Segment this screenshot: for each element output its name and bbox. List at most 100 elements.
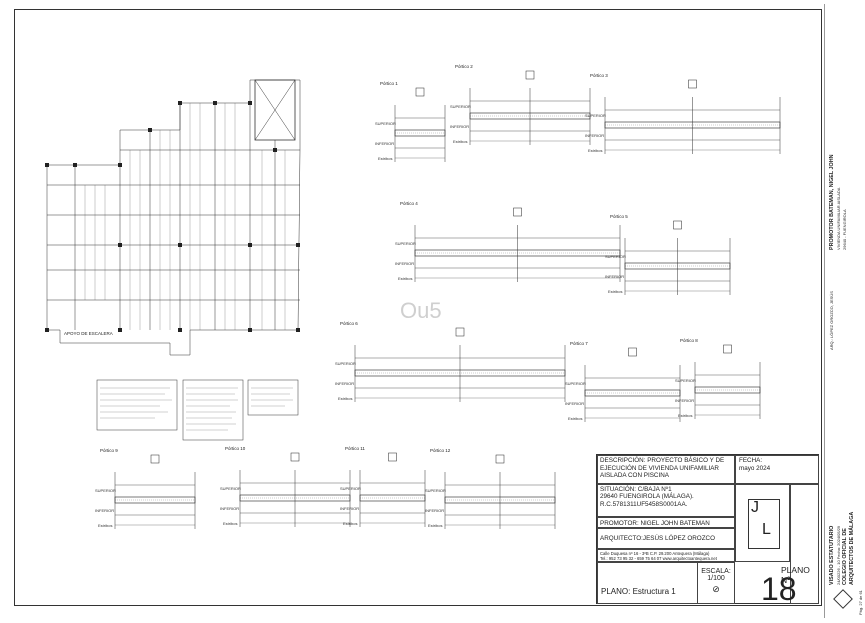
beam-elevation: Pórtico 2 SUPERIOR INFERIOR Estribos: [450, 64, 591, 145]
fecha-cell: FECHA: mayo 2024: [735, 455, 819, 484]
estribos-label: Estribos: [343, 521, 357, 526]
beam-title: Pórtico 10: [225, 446, 246, 451]
superior-label: SUPERIOR: [450, 104, 471, 109]
title-block: DESCRIPCIÓN: PROYECTO BÁSICO Y DE EJECUC…: [596, 454, 819, 607]
estribos-label: Estribos: [338, 396, 352, 401]
superior-label: SUPERIOR: [605, 254, 626, 259]
inferior-label: INFERIOR: [605, 274, 624, 279]
architect-logo: J L: [735, 484, 790, 562]
estribos-label: Estribos: [428, 523, 442, 528]
plano-number-label: PLANO: [781, 565, 810, 575]
estribos-label: Estribos: [608, 289, 622, 294]
beam-title: Pórtico 1: [380, 81, 398, 86]
situacion-line-2: 29640 FUENGIROLA (MÁLAGA).: [600, 493, 694, 501]
superior-label: SUPERIOR: [340, 486, 361, 491]
arquitecto-vertical: ARQ.: LÓPEZ OROZCO, JESÚS: [829, 291, 834, 350]
inferior-label: INFERIOR: [220, 506, 239, 511]
superior-label: SUPERIOR: [395, 241, 416, 246]
colegio-name: COLEGIO OFICIAL DE: [842, 528, 848, 585]
beam-title: Pórtico 5: [610, 214, 628, 219]
estribos-label: Estribos: [378, 156, 392, 161]
estribos-label: Estribos: [223, 521, 237, 526]
estribos-label: Estribos: [453, 139, 467, 144]
superior-label: SUPERIOR: [675, 378, 696, 383]
escala-value: 1/100: [707, 575, 725, 582]
north-icon: ⊘: [712, 584, 720, 594]
superior-label: SUPERIOR: [585, 113, 606, 118]
beam-elevation: Pórtico 9 SUPERIOR INFERIOR Estribos: [95, 448, 196, 529]
superior-label: SUPERIOR: [95, 488, 116, 493]
beam-elevations: Pórtico 1SUPERIORINFERIOREstribosPórtico…: [95, 64, 781, 529]
descripcion-text: DESCRIPCIÓN: PROYECTO BÁSICO Y DE EJECUC…: [600, 457, 725, 480]
visado-title: VISADO ESTATUTARIO: [829, 525, 835, 585]
superior-label: SUPERIOR: [425, 488, 446, 493]
promotor-vertical: PROMOTOR BATEMAN, NIGEL JOHN: [829, 154, 835, 250]
contact-cell: Calle Duquesa nº 16 - 3ºB C.P. 29.200 An…: [597, 549, 735, 562]
contact-line-2: Tel.: 952 73 95 32 - 659 75 64 07 www.ar…: [600, 556, 717, 561]
inferior-label: INFERIOR: [675, 398, 694, 403]
arquitecto-text: ARQUITECTO:JESÚS LÓPEZ OROZCO: [600, 535, 715, 542]
promotor-cell: PROMOTOR: NIGEL JOHN BATEMAN: [597, 517, 735, 528]
estribos-label: Estribos: [568, 416, 582, 421]
beam-elevation: Pórtico 11 SUPERIOR INFERIOR Estribos: [340, 446, 426, 527]
page-number: Pág. 27 de 61: [858, 590, 863, 615]
plano-number-cell: PLANO Nº 18: [761, 484, 819, 607]
estribos-label: Estribos: [398, 276, 412, 281]
superior-label: SUPERIOR: [375, 121, 396, 126]
beam-elevation: Pórtico 12 SUPERIOR INFERIOR Estribos: [425, 448, 556, 529]
superior-label: SUPERIOR: [335, 361, 356, 366]
estribos-label: Estribos: [588, 148, 602, 153]
estribos-label: Estribos: [98, 523, 112, 528]
inferior-label: INFERIOR: [585, 133, 604, 138]
notes-lines: [100, 387, 293, 431]
superior-label: SUPERIOR: [220, 486, 241, 491]
beam-elevation: Pórtico 4 SUPERIOR INFERIOR Estribos: [395, 201, 621, 282]
plano-n-label: Nº: [781, 575, 791, 585]
inferior-label: INFERIOR: [95, 508, 114, 513]
inferior-label: INFERIOR: [375, 141, 394, 146]
floor-plan-joists: [84, 103, 286, 330]
beam-title: Pórtico 2: [455, 64, 473, 69]
inferior-label: INFERIOR: [395, 261, 414, 266]
beam-elevation: Pórtico 10 SUPERIOR INFERIOR Estribos: [220, 446, 351, 527]
fecha-label: FECHA:: [739, 457, 763, 464]
plano-number: 18: [761, 571, 797, 607]
beam-title: Pórtico 8: [680, 338, 698, 343]
apoyo-label: APOYO DE ESCALERA: [64, 331, 113, 336]
fecha-value: mayo 2024: [739, 465, 771, 472]
beam-elevation: Pórtico 3 SUPERIOR INFERIOR Estribos: [585, 73, 781, 154]
visado-stamp-area: [824, 4, 863, 618]
notes-boxes: [96, 379, 299, 441]
floor-plan-columns: [45, 101, 300, 332]
beam-elevation: Pórtico 7 SUPERIOR INFERIOR Estribos: [565, 341, 681, 422]
inferior-label: INFERIOR: [450, 124, 469, 129]
logo-letter-l: L: [762, 521, 771, 538]
inferior-label: INFERIOR: [340, 506, 359, 511]
beam-title: Pórtico 11: [345, 446, 365, 451]
inferior-label: INFERIOR: [425, 508, 444, 513]
floor-plan: [46, 79, 301, 356]
escala-label: ESCALA:: [701, 568, 731, 575]
descripcion-cell: DESCRIPCIÓN: PROYECTO BÁSICO Y DE EJECUC…: [597, 455, 735, 484]
estribos-label: Estribos: [678, 413, 692, 418]
beam-title: Pórtico 4: [400, 201, 418, 206]
beam-title: Pórtico 9: [100, 448, 118, 453]
beam-title: Pórtico 12: [430, 448, 451, 453]
vivienda-vertical: VIVIENDA UNIFAMILIAR AISLADA: [836, 187, 841, 250]
beam-elevation: Pórtico 1 SUPERIOR INFERIOR Estribos: [375, 81, 446, 162]
promotor-text: PROMOTOR: NIGEL JOHN BATEMAN: [600, 520, 710, 527]
watermark: Ou5: [400, 298, 442, 323]
situacion-line-3: R.C.5781311UF5458S0001AA.: [600, 500, 688, 508]
superior-label: SUPERIOR: [565, 381, 586, 386]
municipio-vertical: 29640 - FUENGIROLA: [842, 209, 847, 250]
colegio-name-2: ARQUITECTOS DE MÁLAGA: [849, 511, 855, 585]
beam-title: Pórtico 7: [570, 341, 588, 346]
logo-letter-j: J: [751, 499, 759, 516]
beam-title: Pórtico 3: [590, 73, 608, 78]
situacion-line-1: SITUACIÓN: C/BAJA Nº1: [600, 486, 672, 493]
inferior-label: INFERIOR: [335, 381, 354, 386]
situacion-cell: SITUACIÓN: C/BAJA Nº1 29640 FUENGIROLA (…: [597, 484, 735, 517]
inferior-label: INFERIOR: [565, 401, 584, 406]
